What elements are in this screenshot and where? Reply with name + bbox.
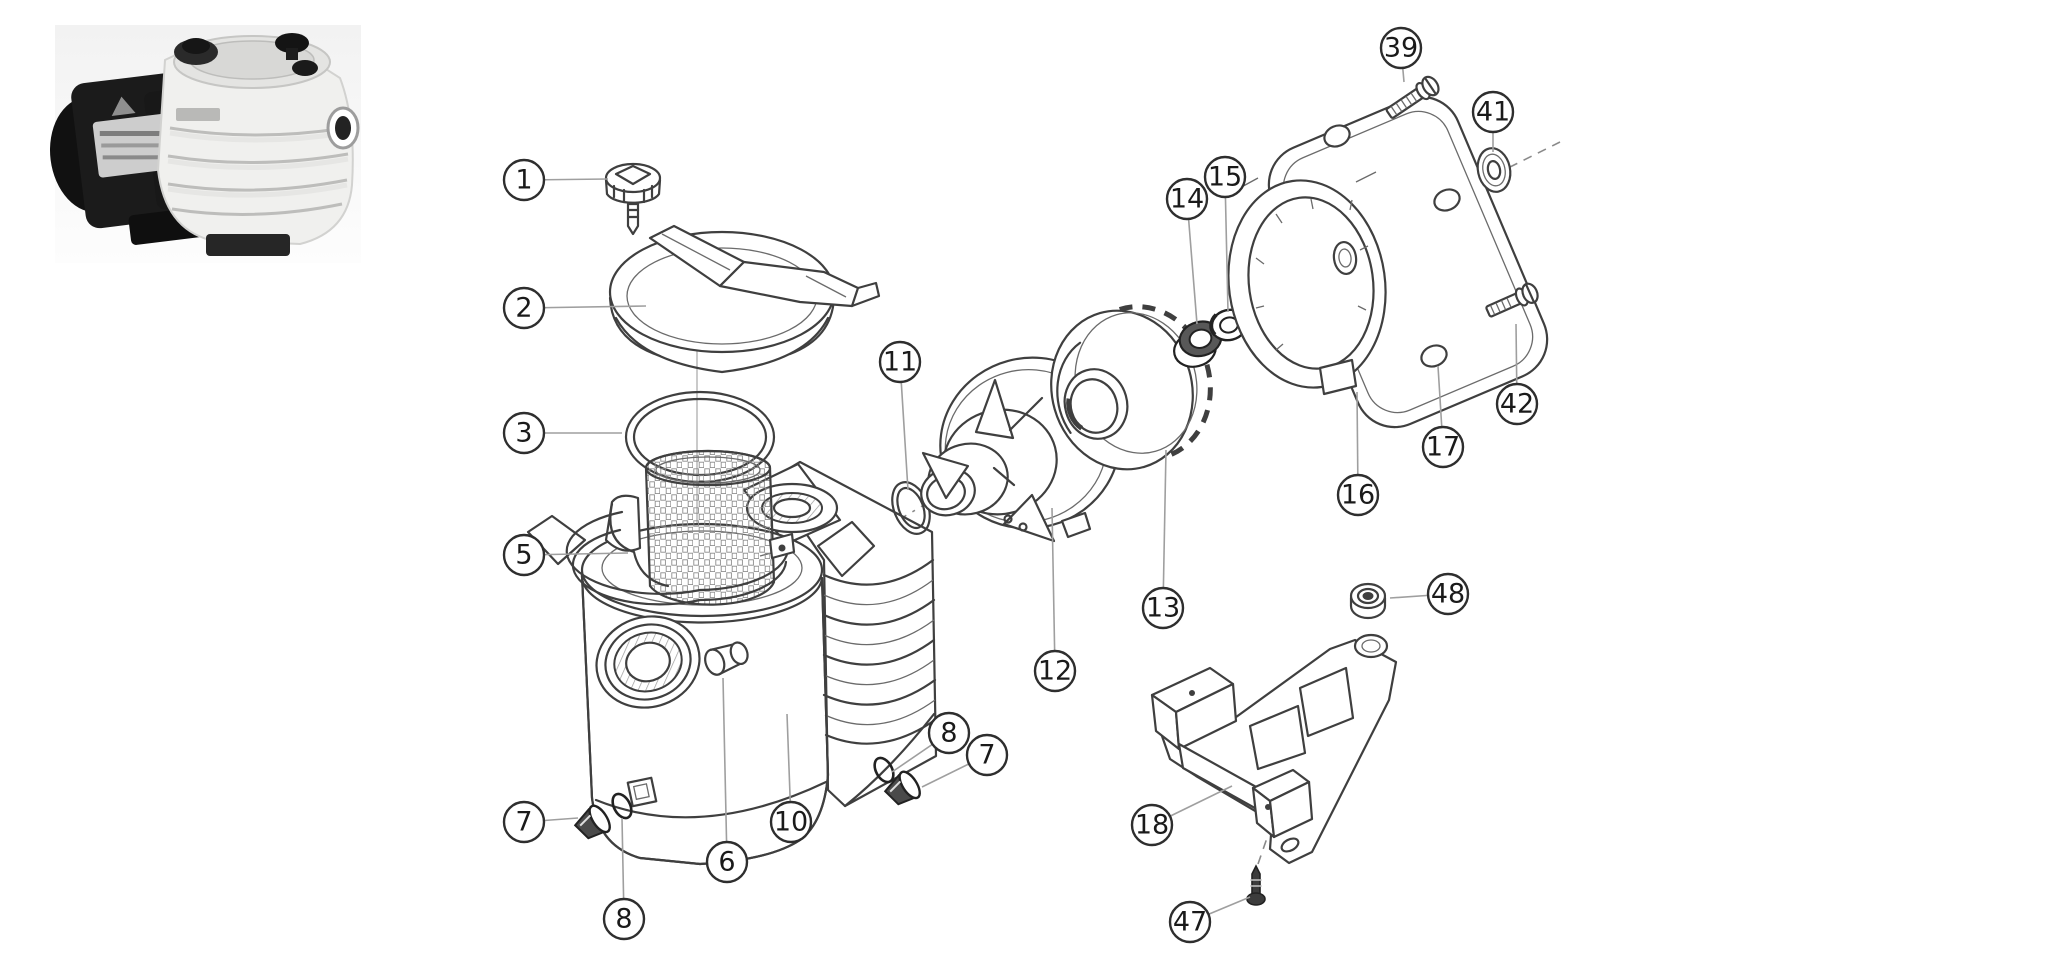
callout-body-plug[interactable]: 6 (705, 677, 749, 884)
callout-circle-plug-o-ring-left[interactable] (602, 897, 646, 941)
callout-number-strainer-lid: 2 (515, 293, 532, 324)
part-strainer-lid (608, 224, 881, 374)
callout-circle-lid-knob[interactable] (502, 158, 546, 202)
callout-number-plug-o-ring-right: 8 (940, 718, 957, 749)
callout-number-drain-plug-right: 7 (978, 740, 995, 771)
part-impeller (1050, 304, 1213, 471)
callout-circle-plug-o-ring-right[interactable] (927, 711, 971, 755)
exploded-drawing (526, 75, 1561, 906)
callout-seal-seat[interactable]: 15 (1203, 155, 1247, 313)
callout-number-drain-plug-left: 7 (515, 807, 532, 838)
callout-seal-plate-flange[interactable]: 17 (1421, 365, 1465, 469)
part-lid-knob (604, 162, 662, 236)
part-flange-bolt-right (1485, 282, 1539, 318)
callout-number-bracket-nut: 48 (1431, 579, 1465, 610)
callout-number-washer: 41 (1476, 97, 1510, 128)
callout-circle-flange-bolt-top[interactable] (1379, 26, 1423, 70)
part-plug-o-ring-left (611, 792, 633, 820)
callout-number-pump-body: 10 (774, 807, 808, 838)
callout-plug-o-ring-right[interactable]: 8 (891, 711, 971, 773)
leader-line-seal-seat (1224, 176, 1229, 313)
callout-number-strainer-basket: 5 (515, 540, 532, 571)
callout-strainer-basket[interactable]: 5 (502, 533, 629, 577)
callout-circle-body-plug[interactable] (705, 840, 749, 884)
callout-number-mechanical-seal: 14 (1170, 184, 1204, 215)
callout-circle-bracket-ring[interactable] (1336, 473, 1380, 517)
part-drain-plug-right (883, 770, 921, 806)
callout-circle-drain-plug-right[interactable] (965, 733, 1009, 777)
callout-support-bracket[interactable]: 18 (1130, 785, 1233, 847)
callout-lid-knob[interactable]: 1 (502, 158, 609, 202)
callout-circle-drain-plug-left[interactable] (502, 800, 546, 844)
callout-lid-o-ring[interactable]: 3 (502, 411, 622, 455)
callout-circle-pump-body[interactable] (769, 800, 813, 844)
callout-flange-bolt-right[interactable]: 42 (1495, 323, 1539, 426)
callout-bracket-screw[interactable]: 47 (1168, 896, 1251, 944)
callout-number-lid-knob: 1 (515, 165, 532, 196)
part-body-plug (704, 641, 749, 676)
callout-number-bracket-screw: 47 (1173, 907, 1207, 938)
callout-number-flange-bolt-right: 42 (1500, 389, 1534, 420)
callout-circle-diffuser-o-ring[interactable] (878, 340, 922, 384)
callout-diffuser[interactable]: 12 (1033, 507, 1077, 693)
callout-flange-bolt-top[interactable]: 39 (1379, 26, 1423, 83)
callout-drain-plug-left[interactable]: 7 (502, 800, 579, 844)
callout-diffuser-o-ring[interactable]: 11 (878, 340, 922, 491)
callout-circle-strainer-lid[interactable] (502, 286, 546, 330)
part-plug-o-ring-right (873, 756, 895, 784)
callout-mechanical-seal[interactable]: 14 (1165, 177, 1209, 325)
callout-washer[interactable]: 41 (1471, 90, 1515, 152)
callout-circle-impeller[interactable] (1141, 586, 1185, 630)
callout-strainer-lid[interactable]: 2 (502, 286, 647, 330)
callout-circle-mechanical-seal[interactable] (1165, 177, 1209, 221)
callout-circle-bracket-nut[interactable] (1426, 572, 1470, 616)
part-support-bracket (1150, 633, 1398, 865)
callout-number-flange-bolt-top: 39 (1384, 33, 1418, 64)
part-strainer-basket (565, 449, 796, 606)
callout-circle-lid-o-ring[interactable] (502, 411, 546, 455)
callout-circle-seal-seat[interactable] (1203, 155, 1247, 199)
part-bracket-screw (1246, 864, 1266, 906)
part-diffuser (920, 356, 1121, 543)
product-photo (50, 25, 361, 263)
callout-circle-flange-bolt-right[interactable] (1495, 382, 1539, 426)
callout-plug-o-ring-left[interactable]: 8 (602, 817, 646, 941)
callout-bracket-nut[interactable]: 48 (1389, 572, 1470, 616)
callout-circle-support-bracket[interactable] (1130, 803, 1174, 847)
part-washer (1476, 147, 1512, 193)
part-bracket-nut (1349, 582, 1387, 620)
callout-circle-diffuser[interactable] (1033, 649, 1077, 693)
leader-line-body-plug (722, 677, 728, 863)
callout-number-diffuser: 12 (1038, 656, 1072, 687)
leader-line-diffuser (1051, 507, 1056, 672)
screw47-axis (1257, 837, 1268, 865)
part-drain-plug-left (573, 804, 611, 840)
callout-number-diffuser-o-ring: 11 (883, 347, 917, 378)
callout-number-seal-seat: 15 (1208, 162, 1242, 193)
callout-drain-plug-right[interactable]: 7 (921, 733, 1009, 788)
callout-circle-seal-plate-flange[interactable] (1421, 425, 1465, 469)
callout-bracket-ring[interactable]: 16 (1336, 391, 1380, 517)
callout-number-plug-o-ring-left: 8 (615, 904, 632, 935)
callout-number-lid-o-ring: 3 (515, 418, 532, 449)
callout-number-seal-plate-flange: 17 (1426, 432, 1460, 463)
callout-number-body-plug: 6 (718, 847, 735, 878)
callout-number-support-bracket: 18 (1135, 810, 1169, 841)
callout-number-impeller: 13 (1146, 593, 1180, 624)
part-flange-bolt-top (1385, 75, 1440, 119)
leader-line-diffuser-o-ring (899, 361, 909, 491)
photo-wet-end (156, 33, 360, 256)
callout-circle-bracket-screw[interactable] (1168, 900, 1212, 944)
callout-number-bracket-ring: 16 (1341, 480, 1375, 511)
callout-circle-strainer-basket[interactable] (502, 533, 546, 577)
callout-pump-body[interactable]: 10 (769, 713, 813, 844)
leader-line-impeller (1162, 449, 1167, 609)
callout-circle-washer[interactable] (1471, 90, 1515, 134)
callout-impeller[interactable]: 13 (1141, 449, 1185, 630)
